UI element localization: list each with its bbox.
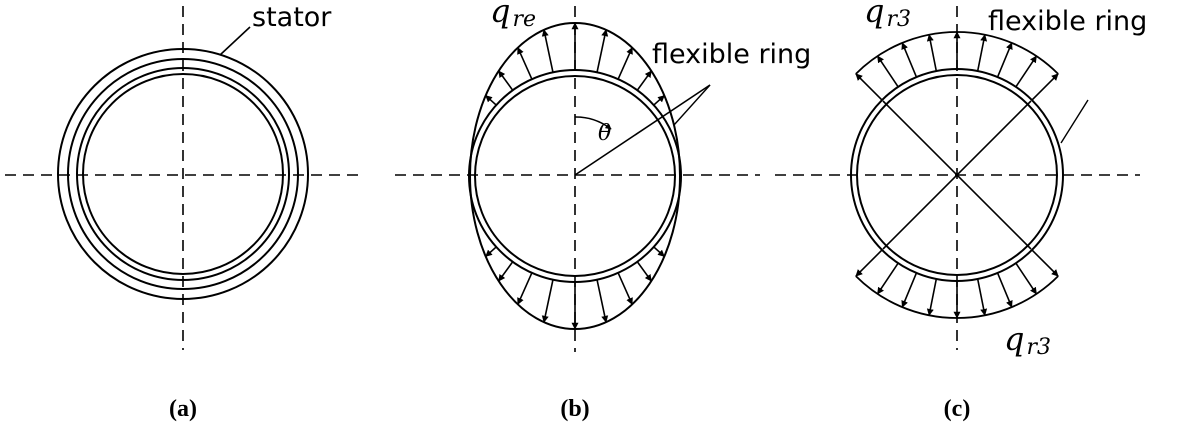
load-arrow bbox=[596, 279, 609, 323]
load-arrow bbox=[901, 42, 918, 78]
load-arrow bbox=[653, 246, 665, 258]
flexible-ring-label-b: flexible ring bbox=[652, 39, 811, 70]
load-arrow bbox=[855, 249, 883, 277]
radial-load-arrows-b bbox=[485, 22, 665, 330]
theta-symbol: θ bbox=[598, 121, 611, 146]
load-symbol-qr3-top: qr3 bbox=[864, 0, 911, 32]
load-arrow bbox=[1031, 73, 1059, 101]
load-arrow bbox=[976, 278, 988, 316]
load-arrow bbox=[1015, 262, 1038, 295]
stator-label: stator bbox=[252, 2, 332, 33]
theta-radius-line bbox=[574, 84, 711, 176]
load-arrow bbox=[996, 272, 1013, 308]
radial-load-arrows-c bbox=[855, 31, 1059, 319]
load-arrow bbox=[541, 279, 554, 323]
caption-b: (b) bbox=[560, 396, 589, 422]
load-arrow bbox=[1031, 249, 1059, 277]
caption-c: (c) bbox=[944, 396, 971, 422]
panel-a bbox=[5, 6, 360, 350]
stator-outer-circle bbox=[57, 48, 309, 300]
panel-b bbox=[395, 6, 760, 352]
load-arrow bbox=[1015, 55, 1038, 88]
diagonal-line-2 bbox=[882, 100, 1032, 250]
load-arrow bbox=[926, 34, 938, 72]
theta-angle-arc bbox=[574, 116, 612, 130]
panel-c bbox=[775, 6, 1140, 350]
load-arrow bbox=[976, 34, 988, 72]
load-arrow bbox=[901, 272, 918, 308]
stator-inner-circle bbox=[67, 58, 299, 290]
flexible-ring-label-c: flexible ring bbox=[988, 6, 1147, 37]
load-symbol-qre: qre bbox=[490, 0, 536, 32]
load-arrow bbox=[596, 29, 609, 73]
load-arrow bbox=[541, 29, 554, 73]
load-arrow bbox=[517, 47, 533, 80]
load-symbol-qr3-bottom: qr3 bbox=[1004, 320, 1051, 360]
flexible-ring-leader-line bbox=[1060, 99, 1089, 144]
caption-a: (a) bbox=[169, 396, 197, 422]
load-arrow bbox=[517, 272, 533, 305]
stator-leader-line bbox=[219, 26, 251, 56]
load-arrow bbox=[855, 73, 883, 101]
load-arrow bbox=[617, 47, 633, 80]
load-arrow bbox=[926, 278, 938, 316]
load-arrow bbox=[636, 70, 652, 91]
rotor-outer-circle bbox=[76, 67, 290, 281]
flexible-ring-leader-line bbox=[673, 84, 711, 126]
load-arrow bbox=[876, 262, 899, 295]
load-arrow bbox=[485, 246, 497, 258]
load-arrow bbox=[996, 42, 1013, 78]
load-arrow bbox=[498, 70, 514, 91]
load-arrow bbox=[617, 272, 633, 305]
load-arrow bbox=[653, 94, 665, 106]
rotor-inner-circle bbox=[82, 73, 284, 275]
flexible-ring-inner bbox=[856, 74, 1058, 276]
flexible-ring-inner bbox=[474, 75, 676, 277]
load-arrow bbox=[485, 94, 497, 106]
load-arrow bbox=[876, 55, 899, 88]
load-arrow bbox=[636, 261, 652, 282]
load-arrow bbox=[498, 261, 514, 282]
